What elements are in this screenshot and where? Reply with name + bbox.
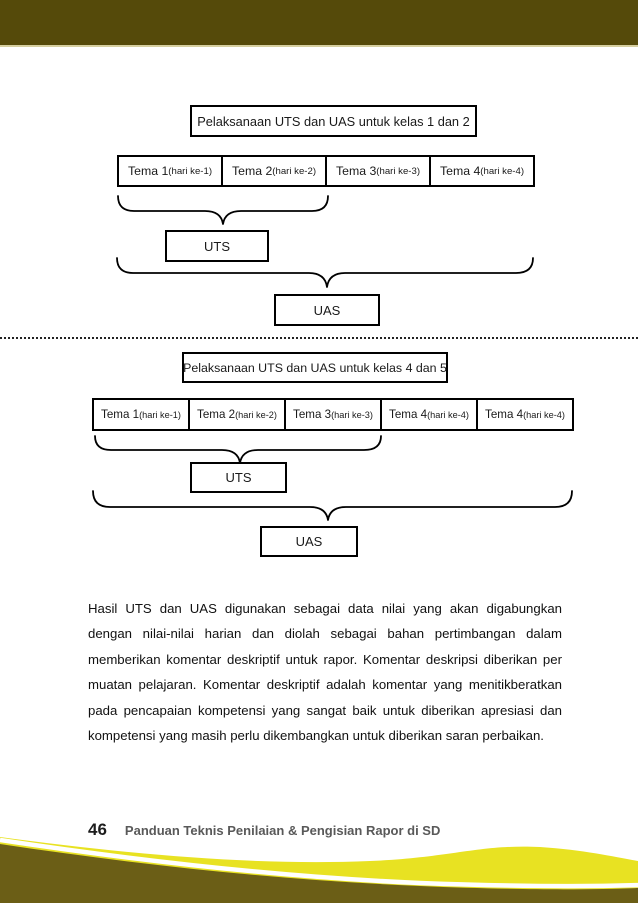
- theme-sub-label: (hari ke-1): [168, 165, 213, 177]
- theme-sub-label: (hari ke-4): [427, 409, 469, 420]
- theme-box: Tema 3(hari ke-3): [284, 398, 382, 431]
- diagram2-title: Pelaksanaan UTS dan UAS untuk kelas 4 da…: [183, 360, 447, 375]
- bottom-wave-decoration: [0, 837, 638, 903]
- diagram2-uas-brace: [92, 490, 573, 521]
- diagram1-uas-brace: [116, 257, 534, 288]
- body-paragraph: Hasil UTS dan UAS digunakan sebagai data…: [88, 601, 562, 744]
- theme-sub-label: (hari ke-2): [272, 165, 317, 177]
- theme-sub-label: (hari ke-3): [331, 409, 373, 420]
- footer-title: Panduan Teknis Penilaian & Pengisian Rap…: [124, 823, 441, 838]
- theme-box: Tema 4(hari ke-4): [476, 398, 574, 431]
- page-number: 46: [88, 820, 107, 839]
- theme-box: Tema 1(hari ke-1): [92, 398, 190, 431]
- theme-label: Tema 3: [293, 408, 332, 421]
- theme-box: Tema 3(hari ke-3): [325, 155, 431, 187]
- theme-sub-label: (hari ke-1): [139, 409, 181, 420]
- page-footer: 46 Panduan Teknis Penilaian & Pengisian …: [88, 820, 440, 840]
- theme-box: Tema 2(hari ke-2): [188, 398, 286, 431]
- theme-label: Tema 4: [389, 408, 428, 421]
- diagram1-uts-brace: [117, 195, 329, 225]
- theme-box: Tema 2(hari ke-2): [221, 155, 327, 187]
- diagram2-title-box: Pelaksanaan UTS dan UAS untuk kelas 4 da…: [182, 352, 448, 383]
- diagram2-theme-row: Tema 1(hari ke-1) Tema 2(hari ke-2) Tema…: [92, 398, 574, 431]
- theme-label: Tema 4: [439, 164, 481, 178]
- theme-sub-label: (hari ke-3): [376, 165, 421, 177]
- theme-sub-label: (hari ke-2): [235, 409, 277, 420]
- uts-label: UTS: [204, 238, 230, 254]
- diagram1-title: Pelaksanaan UTS dan UAS untuk kelas 1 da…: [197, 113, 470, 129]
- uas-label: UAS: [313, 302, 341, 318]
- theme-label: Tema 4: [485, 408, 524, 421]
- diagram1-uts-box: UTS: [165, 230, 269, 262]
- wave-gap-line: [0, 837, 638, 889]
- theme-label: Tema 2: [231, 164, 273, 178]
- theme-sub-label: (hari ke-4): [480, 165, 525, 177]
- dark-wave: [0, 844, 638, 903]
- diagram1-theme-row: Tema 1(hari ke-1) Tema 2(hari ke-2) Tema…: [117, 155, 535, 187]
- top-banner: [0, 0, 638, 47]
- diagram1-uas-box: UAS: [274, 294, 380, 326]
- diagram2-uts-box: UTS: [190, 462, 287, 493]
- uas-label: UAS: [295, 534, 323, 549]
- diagram2-uas-box: UAS: [260, 526, 358, 557]
- theme-label: Tema 1: [127, 164, 169, 178]
- diagram1-title-box: Pelaksanaan UTS dan UAS untuk kelas 1 da…: [190, 105, 477, 137]
- section-divider: [0, 337, 638, 339]
- theme-sub-label: (hari ke-4): [523, 409, 565, 420]
- theme-label: Tema 2: [197, 408, 236, 421]
- theme-label: Tema 3: [335, 164, 377, 178]
- theme-box: Tema 4(hari ke-4): [380, 398, 478, 431]
- theme-label: Tema 1: [101, 408, 140, 421]
- theme-box: Tema 4(hari ke-4): [429, 155, 535, 187]
- theme-box: Tema 1(hari ke-1): [117, 155, 223, 187]
- uts-label: UTS: [225, 470, 252, 485]
- diagram2-uts-brace: [94, 435, 382, 464]
